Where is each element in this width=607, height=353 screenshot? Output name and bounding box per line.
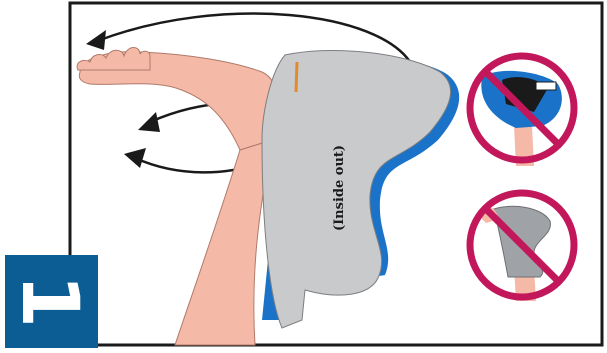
step-badge: 1	[4, 255, 98, 348]
sock-label: (Inside out)	[332, 145, 347, 231]
wrong-foot-strap	[536, 82, 556, 90]
sock-orange-seam	[296, 62, 297, 92]
step-number: 1	[4, 274, 94, 328]
